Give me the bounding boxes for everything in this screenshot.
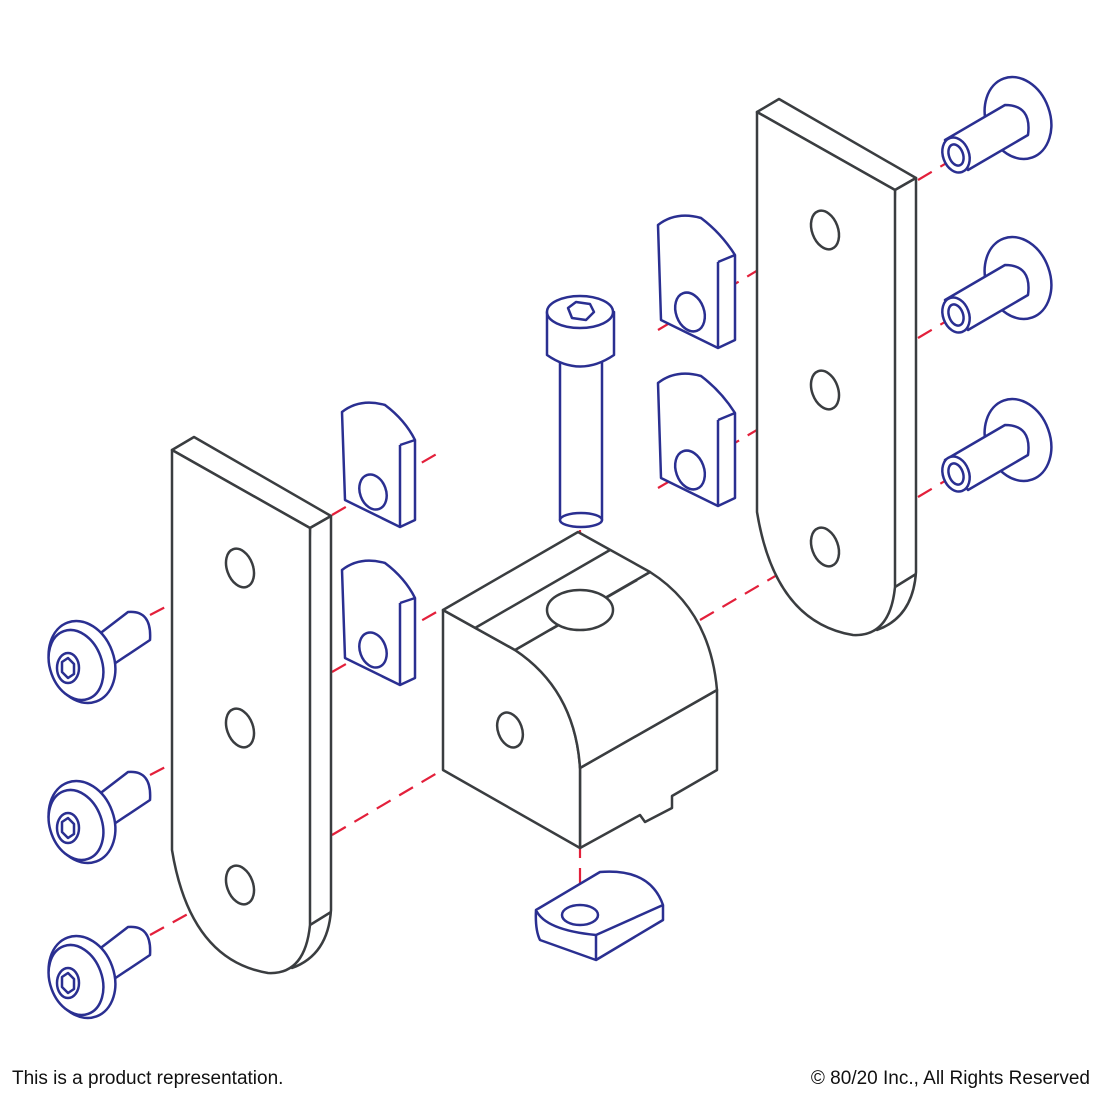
t-nuts (340, 214, 737, 962)
bottom-t-nut (534, 870, 665, 962)
t-nut (656, 214, 737, 350)
copyright-text: © 80/20 Inc., All Rights Reserved (810, 1068, 1090, 1089)
button-head-screws (47, 75, 1053, 1020)
hinge-block (441, 530, 719, 850)
button-head-screw (47, 770, 152, 865)
button-head-screw (47, 925, 152, 1020)
block-top-hole (545, 588, 615, 632)
button-head-screw (47, 610, 152, 705)
plate-hole (224, 707, 256, 749)
left-hinge-plate (170, 435, 333, 975)
t-nut (340, 559, 417, 687)
right-hinge-plate (755, 97, 918, 637)
block-side-hole (495, 711, 525, 749)
t-nut (656, 372, 737, 508)
disclaimer-text: This is a product representation. (12, 1068, 284, 1089)
plate-hole (224, 864, 256, 906)
button-head-screw (941, 397, 1053, 493)
button-head-screw (941, 75, 1053, 174)
socket-head-cap-screw (545, 294, 616, 529)
t-nut (340, 401, 417, 529)
button-head-screw (941, 235, 1053, 334)
plate-hole (224, 547, 256, 589)
